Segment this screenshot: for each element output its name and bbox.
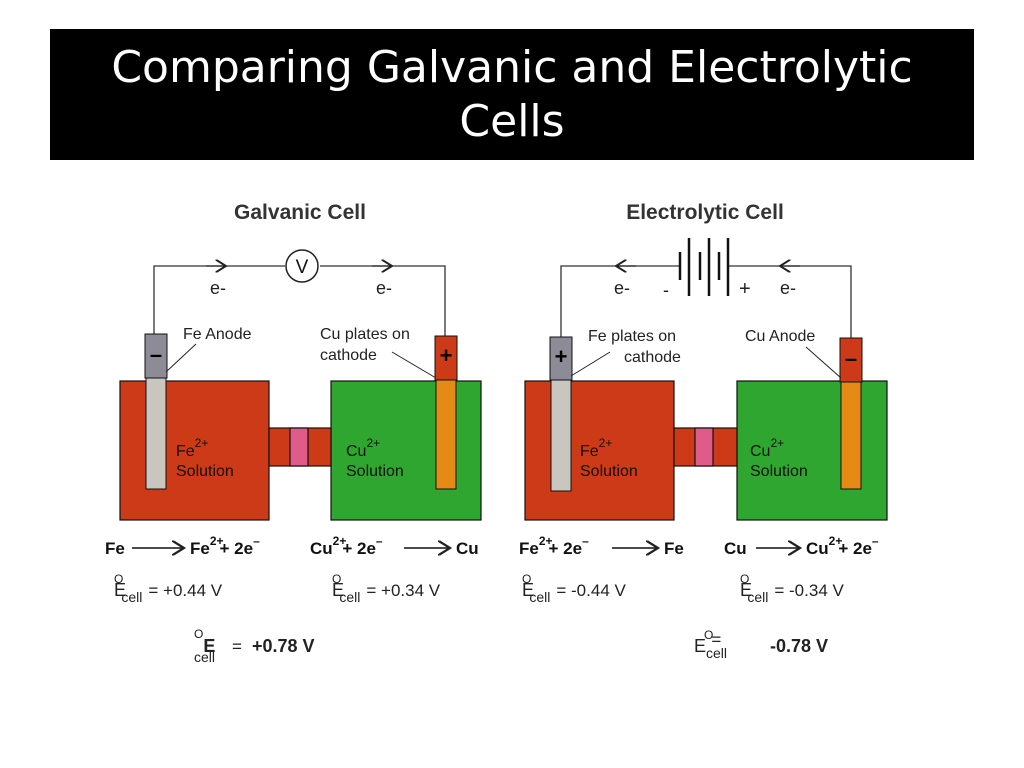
galvanic-heading: Galvanic Cell <box>234 201 366 224</box>
electrolytic-bridge-plug <box>694 427 714 467</box>
electrolytic-wire-left <box>560 265 680 337</box>
title-bar: Comparing Galvanic and Electrolytic Cell… <box>50 29 974 160</box>
galvanic-cell: Galvanic Cell V e- e- – + Fe Anode Cu pl… <box>105 201 482 665</box>
electrolytic-fe-label-line2: cathode <box>624 349 681 366</box>
electrolytic-cu-solution: Solution <box>750 463 808 480</box>
galvanic-electron-right: e- <box>376 278 392 298</box>
electrolytic-fe-beaker <box>524 380 675 521</box>
voltmeter-symbol: V <box>296 257 309 278</box>
battery-plus: + <box>739 278 751 300</box>
galvanic-bridge-plug <box>289 427 309 467</box>
galvanic-electron-left: e- <box>210 278 226 298</box>
electrolytic-cu-electrode <box>840 381 862 490</box>
galvanic-fe-anode-label: Fe Anode <box>183 326 252 343</box>
electrolytic-heading: Electrolytic Cell <box>626 201 784 224</box>
galvanic-cu-label-line1: Cu plates on <box>320 326 410 343</box>
galvanic-cu-solution: Solution <box>346 463 404 480</box>
electrolytic-cu-ion: Cu2+ <box>750 436 784 460</box>
electrolytic-fe-label-line1: Fe plates on <box>588 328 676 345</box>
electrolytic-cell: Electrolytic Cell - + e- e- + <box>519 201 888 661</box>
galvanic-fe-ion: Fe2+ <box>176 436 208 460</box>
galvanic-cu-ion: Cu2+ <box>346 436 380 460</box>
galvanic-cu-leader <box>391 351 437 379</box>
electrolytic-electron-left: e- <box>614 278 630 298</box>
voltmeter-icon <box>285 249 319 283</box>
electrolytic-left-product: Fe <box>664 539 684 558</box>
electrolytic-wire-right <box>728 265 852 338</box>
galvanic-left-product: Fe2++ 2e– <box>190 534 260 558</box>
galvanic-fe-solution: Solution <box>176 463 234 480</box>
galvanic-right-product: Cu <box>456 539 479 558</box>
galvanic-right-reactant: Cu2++ 2e– <box>310 534 383 558</box>
galvanic-fe-leader <box>165 343 197 373</box>
electrolytic-fe-leader <box>570 351 611 377</box>
electrolytic-total-potential: EO=cell-0.78 V <box>694 628 828 661</box>
galvanic-cu-label-line2: cathode <box>320 347 377 364</box>
galvanic-cu-electrode <box>435 379 457 490</box>
galvanic-left-reactant: Fe <box>105 539 125 558</box>
electrolytic-fe-ion: Fe2+ <box>580 436 612 460</box>
electrolytic-right-reactant: Cu <box>724 539 747 558</box>
electrolytic-cu-anode-label: Cu Anode <box>745 328 815 345</box>
electrolytic-cu-leader <box>805 346 842 379</box>
battery-minus: - <box>663 280 669 300</box>
battery-icon <box>678 238 730 296</box>
galvanic-wire-right <box>320 265 446 336</box>
electrolytic-negative-sign: – <box>845 346 857 371</box>
electrolytic-positive-sign: + <box>555 344 568 369</box>
electrolytic-left-reactant: Fe2++ 2e– <box>519 534 589 558</box>
galvanic-wire-left <box>153 265 285 334</box>
galvanic-fe-electrode <box>145 377 167 490</box>
electrolytic-fe-electrode <box>550 379 572 492</box>
galvanic-positive-sign: + <box>440 343 453 368</box>
electrolytic-fe-solution: Solution <box>580 463 638 480</box>
galvanic-fe-beaker <box>119 380 270 521</box>
electrolytic-electron-right: e- <box>780 278 796 298</box>
electrolytic-right-product: Cu2++ 2e– <box>806 534 879 558</box>
electrolytic-cu-beaker <box>736 380 888 521</box>
galvanic-negative-sign: – <box>150 342 162 367</box>
slide-title: Comparing Galvanic and Electrolytic Cell… <box>111 41 913 147</box>
